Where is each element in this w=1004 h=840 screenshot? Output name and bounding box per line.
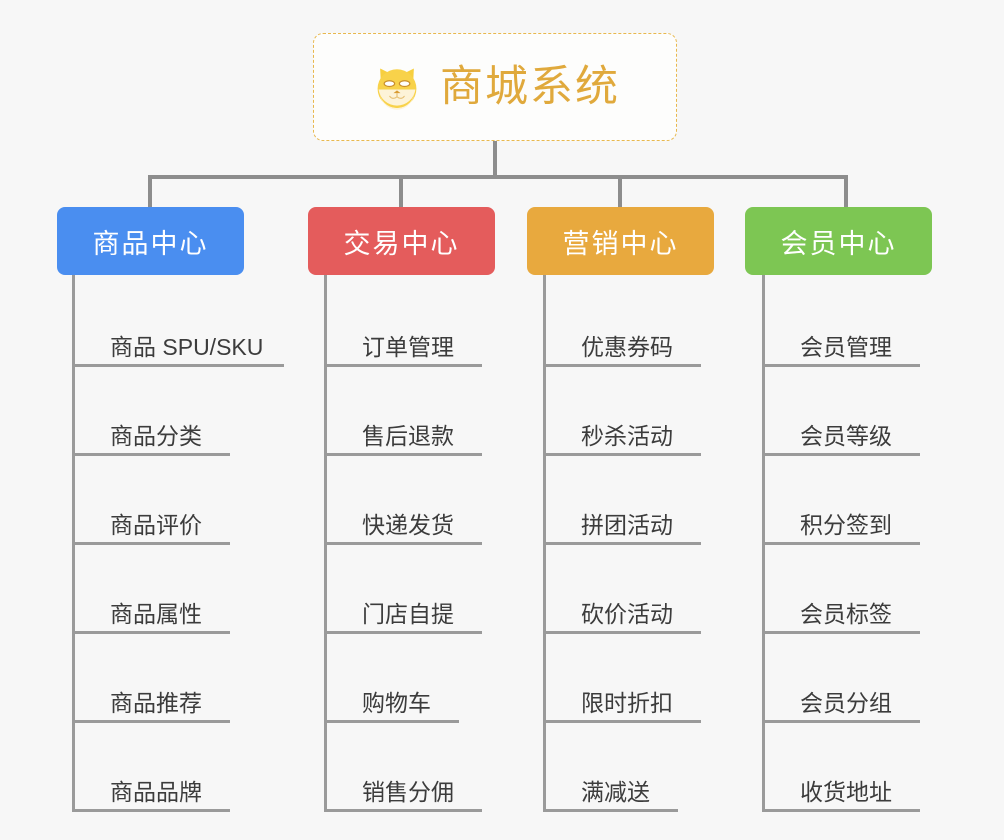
- leaf-item[interactable]: 商品属性: [72, 545, 230, 634]
- leaf-item-label: 收货地址: [800, 779, 892, 805]
- leaf-item-label: 秒杀活动: [581, 423, 673, 449]
- leaf-item-label: 会员分组: [800, 690, 892, 716]
- leaf-item[interactable]: 门店自提: [324, 545, 482, 634]
- leaf-item[interactable]: 商品 SPU/SKU: [72, 278, 284, 367]
- leaf-item[interactable]: 购物车: [324, 634, 459, 723]
- leaf-item-underline: [762, 364, 920, 367]
- leaf-spine: [72, 278, 75, 812]
- leaf-item[interactable]: 销售分佣: [324, 723, 482, 812]
- leaf-item-underline: [762, 631, 920, 634]
- category-box-member-center[interactable]: 会员中心: [745, 207, 932, 275]
- leaf-item-underline: [72, 453, 230, 456]
- category-label: 会员中心: [780, 228, 897, 259]
- leaf-item[interactable]: 商品评价: [72, 456, 230, 545]
- connector-drop-2: [399, 175, 403, 207]
- connector-drop-1: [148, 175, 152, 207]
- category-box-product-center[interactable]: 商品中心: [57, 207, 244, 275]
- leaf-item[interactable]: 收货地址: [762, 723, 920, 812]
- leaf-item-label: 商品属性: [110, 601, 202, 627]
- leaf-spine: [762, 278, 765, 812]
- connector-horizontal-bus: [148, 175, 848, 179]
- category-label: 营销中心: [562, 228, 679, 259]
- category-label: 交易中心: [343, 228, 460, 259]
- leaf-item-underline: [324, 631, 482, 634]
- leaf-item-underline: [762, 720, 920, 723]
- leaf-item[interactable]: 会员标签: [762, 545, 920, 634]
- leaf-item-label: 订单管理: [362, 334, 454, 360]
- connector-column-trade-center: [324, 275, 327, 278]
- leaf-item[interactable]: 商品推荐: [72, 634, 230, 723]
- leaf-item-underline: [324, 453, 482, 456]
- leaf-item-underline: [543, 720, 701, 723]
- leaf-spine: [324, 278, 327, 812]
- leaf-item[interactable]: 会员管理: [762, 278, 920, 367]
- leaf-item-label: 商品品牌: [110, 779, 202, 805]
- leaf-item[interactable]: 会员等级: [762, 367, 920, 456]
- leaf-item-underline: [72, 720, 230, 723]
- leaf-item[interactable]: 满减送: [543, 723, 678, 812]
- category-box-marketing-center[interactable]: 营销中心: [527, 207, 714, 275]
- connector-drop-3: [618, 175, 622, 207]
- leaf-item-label: 会员等级: [800, 423, 892, 449]
- leaf-item-label: 商品 SPU/SKU: [110, 334, 264, 360]
- leaf-item[interactable]: 售后退款: [324, 367, 482, 456]
- leaf-item-label: 购物车: [362, 690, 431, 716]
- connector-column-marketing-center: [543, 275, 546, 278]
- leaf-item-label: 会员标签: [800, 601, 892, 627]
- leaf-item-underline: [543, 809, 678, 812]
- leaf-item-label: 拼团活动: [581, 512, 673, 538]
- leaf-item[interactable]: 砍价活动: [543, 545, 701, 634]
- leaf-item[interactable]: 商品分类: [72, 367, 230, 456]
- root-node[interactable]: 商城系统: [313, 33, 677, 141]
- category-box-trade-center[interactable]: 交易中心: [308, 207, 495, 275]
- connector-column-member-center: [762, 275, 765, 278]
- leaf-item[interactable]: 优惠券码: [543, 278, 701, 367]
- root-title: 商城系统: [440, 62, 620, 111]
- connector-column-product-center: [72, 275, 75, 278]
- leaf-item-underline: [762, 809, 920, 812]
- leaf-item-label: 商品评价: [110, 512, 202, 538]
- leaf-spine: [543, 278, 546, 812]
- connector-root-stem: [493, 141, 497, 177]
- leaf-item-label: 快递发货: [362, 512, 454, 538]
- leaf-item-underline: [324, 720, 459, 723]
- leaf-item-label: 商品分类: [110, 423, 202, 449]
- leaf-item[interactable]: 秒杀活动: [543, 367, 701, 456]
- leaf-item-label: 销售分佣: [362, 779, 454, 805]
- leaf-item-underline: [324, 364, 482, 367]
- leaf-item-underline: [543, 453, 701, 456]
- category-label: 商品中心: [92, 228, 209, 259]
- leaf-item-underline: [72, 542, 230, 545]
- shiba-dog-icon: [377, 68, 417, 110]
- leaf-item-underline: [543, 364, 701, 367]
- leaf-item[interactable]: 限时折扣: [543, 634, 701, 723]
- leaf-item-label: 砍价活动: [581, 601, 673, 627]
- leaf-item-label: 商品推荐: [110, 690, 202, 716]
- leaf-item[interactable]: 拼团活动: [543, 456, 701, 545]
- leaf-item-label: 优惠券码: [581, 334, 673, 360]
- leaf-item[interactable]: 订单管理: [324, 278, 482, 367]
- leaf-item-label: 积分签到: [800, 512, 892, 538]
- leaf-item[interactable]: 积分签到: [762, 456, 920, 545]
- leaf-item-label: 满减送: [581, 779, 650, 805]
- leaf-item-label: 限时折扣: [581, 690, 673, 716]
- leaf-item-label: 会员管理: [800, 334, 892, 360]
- leaf-item-underline: [324, 809, 482, 812]
- leaf-item-label: 售后退款: [362, 423, 454, 449]
- leaf-item[interactable]: 商品品牌: [72, 723, 230, 812]
- leaf-item[interactable]: 会员分组: [762, 634, 920, 723]
- leaf-item-underline: [72, 364, 284, 367]
- leaf-item-underline: [543, 631, 701, 634]
- leaf-item-underline: [72, 631, 230, 634]
- connector-drop-4: [844, 175, 848, 207]
- leaf-item-underline: [324, 542, 482, 545]
- leaf-item-underline: [543, 542, 701, 545]
- leaf-item-underline: [762, 542, 920, 545]
- leaf-item-underline: [72, 809, 230, 812]
- leaf-item[interactable]: 快递发货: [324, 456, 482, 545]
- leaf-item-underline: [762, 453, 920, 456]
- leaf-item-label: 门店自提: [362, 601, 454, 627]
